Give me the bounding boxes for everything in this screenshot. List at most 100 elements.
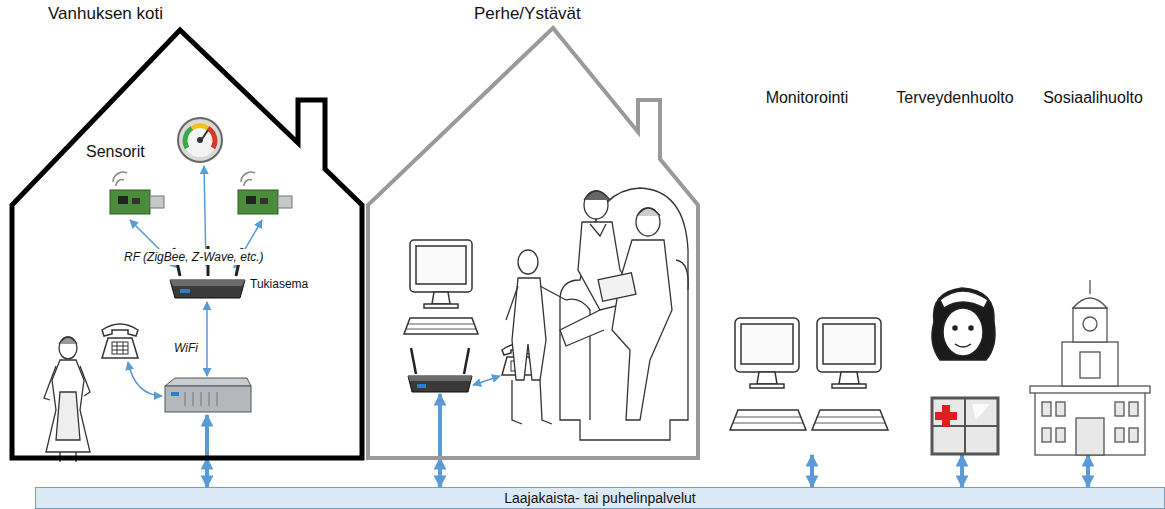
telephone-part [102, 324, 138, 336]
city-hall-part [1062, 342, 1118, 386]
group-heading: Vanhuksen koti [48, 4, 163, 24]
label-anchor: RF (ZigBee, Z-Wave, etc.) [122, 249, 266, 265]
network-link [810, 455, 814, 487]
house-outline: Vanhuksen koti [8, 4, 366, 458]
device-label: Tukiasema [250, 276, 308, 292]
band-label: Laajakaista- tai puhelinpalvelut [504, 488, 695, 508]
label-anchor: Sensorit [86, 144, 145, 160]
city-hall [1030, 280, 1150, 455]
monitoring-computers-part-part [735, 417, 801, 418]
router-part [408, 376, 472, 392]
city-hall-part-part [1115, 402, 1124, 416]
city-hall-part [1080, 352, 1100, 378]
monitoring-computers-part [735, 318, 799, 372]
service-group: Monitorointi [730, 88, 884, 455]
nurse-icon-part [932, 425, 998, 427]
monitoring-computers-part [832, 384, 866, 388]
phone-link [473, 376, 500, 385]
computer-part-part [408, 324, 474, 325]
family-sketch-part [584, 191, 610, 200]
gateway-part [185, 392, 217, 406]
gateway-part-part [185, 392, 186, 406]
gateway-part-part [201, 392, 202, 406]
nurse-icon-part [943, 308, 983, 356]
computer-part [432, 292, 450, 304]
family-sketch-part [590, 224, 606, 236]
city-hall-part [1030, 386, 1150, 393]
label-anchor: Tukiasema [250, 276, 308, 292]
computer-part [424, 304, 458, 308]
nurse-icon-part [972, 404, 990, 420]
telephone [102, 324, 138, 358]
monitoring-computers-part-part [817, 417, 883, 418]
network-link [1086, 455, 1090, 487]
gateway-part-part [217, 392, 218, 406]
monitoring-computers-part [750, 384, 784, 388]
network-link [960, 455, 964, 487]
city-hall-part [1089, 280, 1090, 294]
city-hall-part [1035, 392, 1145, 455]
router-part [417, 384, 426, 388]
group-heading: Terveydenhuolto [896, 88, 1013, 108]
telephone-part-part [112, 350, 128, 351]
telephone-part-part [112, 342, 128, 354]
monitoring-computers [730, 318, 888, 430]
nurse-icon-part [955, 344, 971, 347]
gauge [178, 118, 222, 162]
nurse-icon-part [953, 326, 957, 330]
gateway-part [165, 378, 251, 386]
city-hall-part-part [1056, 428, 1065, 442]
sensor-board-part [110, 190, 150, 214]
house-shape [362, 4, 702, 458]
sensor-board [110, 172, 164, 214]
city-hall-part-part [1076, 418, 1104, 455]
family-sketch-part [512, 278, 546, 380]
gateway-part [165, 386, 251, 412]
protocol-label: RF (ZigBee, Z-Wave, etc.) [122, 249, 266, 265]
city-hall-part-part [1115, 428, 1124, 442]
sensor-board-part [278, 196, 292, 208]
house-shape [12, 30, 362, 458]
computer-part [416, 246, 466, 284]
computer-part [404, 318, 478, 334]
computer-part [406, 324, 476, 329]
nurse-icon-part [932, 398, 998, 454]
gauge-part [183, 123, 217, 157]
telephone-part-part [123, 342, 124, 354]
gateway-part-part [193, 392, 194, 406]
wifi-link [206, 302, 208, 376]
computer-part-part [406, 329, 476, 330]
computer [404, 240, 478, 334]
nurse-icon-part [940, 291, 988, 308]
router-part [180, 289, 190, 293]
service-group: Terveydenhuolto [888, 88, 1022, 455]
nurse-icon-part [969, 326, 973, 330]
family-sketch-part [506, 286, 566, 320]
elderly-woman-part [44, 366, 90, 400]
family-sketch [506, 188, 688, 440]
monitoring-computers-part-part [815, 423, 885, 424]
sensor-board-part [118, 196, 128, 204]
elderly-woman-part [56, 392, 80, 440]
elderly-woman-part [59, 337, 77, 359]
sensor-board-part [132, 198, 140, 204]
router-part [170, 280, 245, 298]
family-sketch-part [636, 208, 660, 236]
city-hall-part-part [1042, 428, 1051, 442]
network-link [205, 458, 209, 487]
computer-part [410, 240, 472, 292]
city-hall-part-part [1056, 402, 1065, 416]
router-part [408, 376, 472, 381]
gateway-part-part [209, 392, 210, 406]
nurse-icon-part [932, 288, 995, 360]
router-part [411, 348, 416, 374]
router-part [464, 348, 469, 374]
city-hall-part [1042, 402, 1138, 455]
router [408, 348, 472, 392]
telephone-part-part [117, 342, 118, 354]
telephone-part-part [112, 346, 128, 347]
family-sketch-part [518, 250, 538, 274]
link-label: WiFi [172, 340, 200, 356]
family-sketch-part [560, 310, 604, 346]
